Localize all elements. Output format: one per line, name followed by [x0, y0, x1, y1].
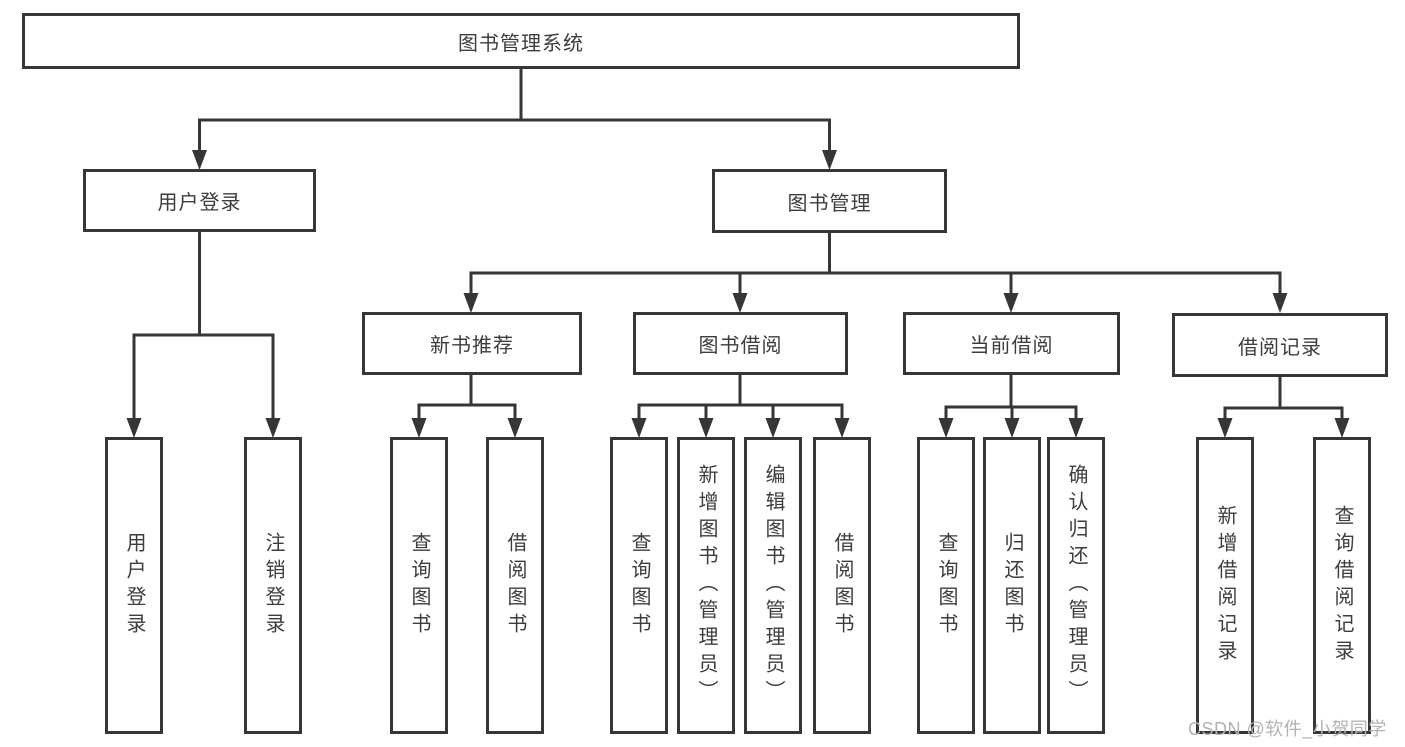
arrow-down-icon	[1334, 418, 1350, 438]
leaf-br-add-record: 新增借阅记录	[1196, 437, 1254, 734]
arrow-down-icon	[265, 418, 281, 438]
leaf-nb-borrow-books: 借阅图书	[486, 437, 544, 734]
arrow-down-icon	[631, 418, 647, 438]
arrow-down-icon	[1272, 293, 1288, 313]
node-user-login: 用户登录	[83, 169, 316, 232]
csdn-watermark: CSDN @软件_小贺同学	[1188, 719, 1387, 739]
arrow-down-icon	[1003, 293, 1019, 313]
connector-user-login-children	[126, 232, 281, 438]
arrow-down-icon	[765, 418, 781, 438]
arrow-down-icon	[463, 293, 479, 313]
connector-new-book-rec-children	[411, 375, 523, 438]
arrow-down-icon	[834, 418, 850, 438]
node-book-borrowing: 图书借阅	[633, 312, 848, 375]
arrow-down-icon	[1217, 418, 1233, 438]
arrow-down-icon	[822, 150, 837, 170]
arrow-down-icon	[698, 418, 714, 438]
leaf-bb-query-books: 查询图书	[610, 437, 668, 734]
connector-book-mgmt-to-level2	[463, 233, 1288, 313]
leaf-user-login: 用户登录	[105, 437, 163, 734]
arrow-down-icon	[1068, 418, 1084, 438]
arrow-down-icon	[938, 418, 954, 438]
connector-root-to-level1	[192, 69, 837, 170]
leaf-nb-query-books: 查询图书	[390, 437, 448, 734]
connector-book-borrowing-children	[631, 375, 850, 438]
arrow-down-icon	[192, 150, 207, 170]
leaf-cb-query-books: 查询图书	[917, 437, 975, 734]
node-root: 图书管理系统	[22, 13, 1020, 69]
node-current-borrowing: 当前借阅	[903, 312, 1120, 375]
leaf-bb-add-books-admin: 新增图书（管理员）	[677, 437, 735, 734]
arrow-down-icon	[1004, 418, 1020, 438]
leaf-cb-confirm-return-admin: 确认归还（管理员）	[1047, 437, 1105, 734]
leaf-cb-return-books: 归还图书	[983, 437, 1041, 734]
connector-borrowing-records-children	[1217, 377, 1350, 438]
node-new-book-recommend: 新书推荐	[362, 312, 582, 375]
arrow-down-icon	[411, 418, 427, 438]
leaf-logout: 注销登录	[244, 437, 302, 734]
leaf-bb-borrow-books: 借阅图书	[813, 437, 871, 734]
connector-current-borrowing-children	[938, 375, 1084, 438]
leaf-br-query-record: 查询借阅记录	[1313, 437, 1371, 734]
arrow-down-icon	[507, 418, 523, 438]
leaf-bb-edit-books-admin: 编辑图书（管理员）	[744, 437, 802, 734]
node-book-management: 图书管理	[712, 169, 947, 233]
arrow-down-icon	[126, 418, 142, 438]
node-borrowing-records: 借阅记录	[1172, 313, 1388, 377]
arrow-down-icon	[732, 293, 748, 313]
